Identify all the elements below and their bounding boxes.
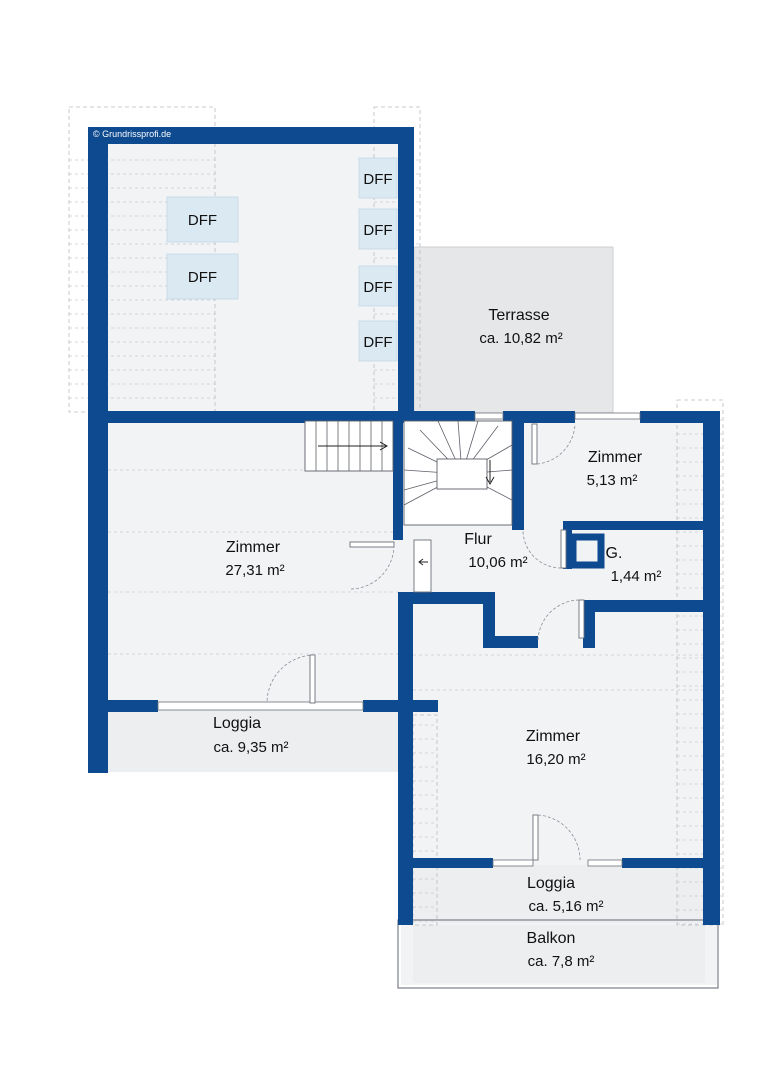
flur-area: 10,06 m² [468,554,527,571]
wall-flur-bottom-left [398,592,488,604]
door-g-swing [522,529,562,569]
door-loggia-right-swing [537,814,581,861]
skylight-label: DFF [363,222,392,239]
wall-flur-right-stub [583,600,595,648]
loggia-right-name: Loggia [527,875,575,892]
wall-loggia-right-a [398,858,493,868]
window-loggia-right-a [492,859,534,867]
door-loggia-left-swing [266,654,316,704]
window-zimmer-small-top [574,412,641,420]
beam-outline-center [412,714,438,926]
closet-arrow [418,558,428,566]
skylight-box [358,157,398,199]
skylight-box [358,320,398,362]
door-g-leaf [560,529,567,569]
wall-mid-horizontal-right [640,411,720,423]
zimmer-large-name: Zimmer [226,539,281,556]
terrasse-area: ca. 10,82 m² [479,330,562,347]
wall-flur-step [483,592,495,647]
balkon-area [413,925,705,983]
walls [88,127,720,925]
zimmer-large-area: 27,31 m² [225,562,284,579]
wall-g-left [563,521,572,569]
terrasse-name: Terrasse [488,307,549,324]
zimmer-mid-area: 16,20 m² [526,751,585,768]
wall-loggia-right-b [622,858,717,868]
door-flur-closet [413,539,432,593]
zimmer-small-name: Zimmer [588,449,643,466]
loggia-left-area: ca. 9,35 m² [213,739,288,756]
skylight-box [358,265,398,307]
skylight-box [358,208,398,250]
flur-name: Flur [464,531,492,548]
wall-flur-bottom-mid [483,636,538,648]
wall-loggia-left-a [88,700,158,712]
room-labels: Terrasse ca. 10,82 m² Zimmer 27,31 m² Zi… [213,307,661,970]
door-zimmer-large-leaf [349,541,395,548]
door-loggia-right-leaf [532,814,539,861]
window-stair-top [474,412,504,420]
g-area: 1,44 m² [611,568,662,585]
wall-zimmer-mid-top [595,600,710,612]
skylight-label: DFF [188,269,217,286]
door-zimmer-mid-leaf [578,599,585,639]
skylight-label: DFF [363,334,392,351]
wall-loggia-right-left [398,860,413,925]
door-zimmer-small-leaf [531,423,538,465]
wall-left [88,127,108,773]
window-loggia-left [157,701,364,711]
windows [157,412,641,867]
wall-center-vertical [398,592,413,922]
balkon-name: Balkon [527,930,576,947]
skylight-label: DFF [363,171,392,188]
staircases [304,420,513,526]
balkon-area-label: ca. 7,8 m² [528,953,595,970]
stair-spiral-arrow [485,460,495,486]
terrace-area [413,246,614,414]
zimmer-mid-name: Zimmer [526,728,581,745]
wall-stair-left [393,420,403,540]
window-loggia-right-b [587,859,623,867]
skylights: DFF DFF DFF DFF DFF DFF [166,157,398,362]
skylight-box [166,196,239,243]
door-zimmer-small-swing [536,423,576,465]
balkon-outline [397,919,719,989]
loggia-right-area [413,865,705,923]
beam-outline-right [676,399,724,926]
copyright-note: © Grundrissprofi.de [93,129,171,139]
stair-straight-arrow [318,441,389,451]
skylight-label: DFF [188,212,217,229]
wall-top [88,127,414,144]
wall-right [703,411,720,925]
loggia-right-area: ca. 5,16 m² [528,898,603,915]
g-name: G. [606,545,623,562]
stair-spiral-eye [436,458,488,490]
wall-top-right [398,127,414,417]
zimmer-small-area: 5,13 m² [587,472,638,489]
skylight-box [166,253,239,300]
wall-g-top [563,521,713,530]
door-loggia-left-leaf [309,654,316,704]
door-zimmer-large-swing [349,544,395,590]
wall-mid-horizontal-left [88,411,475,423]
doors [266,423,585,861]
skylight-label: DFF [363,279,392,296]
loggia-left-area [108,710,398,772]
beam-outline-left [68,106,216,413]
door-zimmer-mid-swing [537,599,580,641]
wall-loggia-left-b [363,700,438,712]
wall-stair-right [512,420,524,530]
g-shaft [569,533,605,569]
loggia-left-name: Loggia [213,715,261,732]
